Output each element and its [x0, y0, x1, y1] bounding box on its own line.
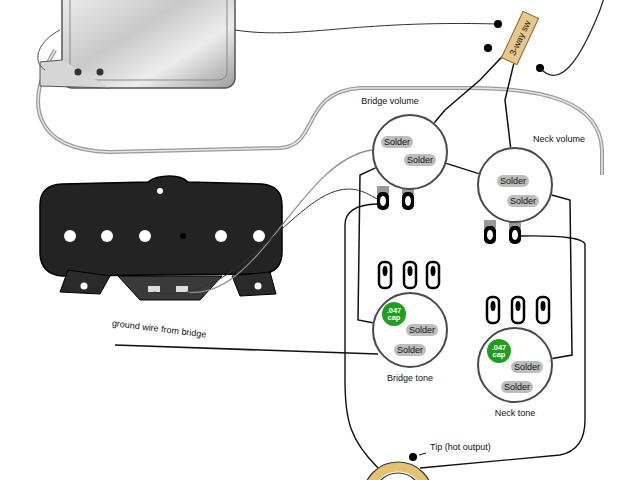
- humbucker-wire: [235, 23, 498, 32]
- output-jack-rim: [374, 473, 422, 480]
- wire-note: ground wire from bridge: [111, 318, 207, 340]
- pot-label: Bridge tone: [387, 373, 433, 383]
- mount-hole: [157, 188, 163, 194]
- pot-lug: [487, 297, 499, 323]
- pot-label: Neck volume: [533, 134, 585, 144]
- capacitor-value: .047 cap: [489, 344, 509, 359]
- lug-hole: [491, 301, 496, 311]
- pickup-eyelet: [148, 286, 160, 292]
- wire: [552, 195, 572, 358]
- humbucker-cover: [62, 0, 235, 88]
- pot-label: Bridge volume: [361, 96, 419, 106]
- pot-lug: [377, 192, 389, 210]
- mount-hole: [97, 69, 104, 76]
- wire: [358, 168, 376, 323]
- mount-hole: [75, 69, 82, 76]
- switch-lug: [484, 44, 492, 52]
- jack-hot-wire: [420, 236, 585, 468]
- potentiometer: SolderSolderBridge tone.047 cap: [372, 292, 448, 368]
- mount-hole: [81, 283, 88, 290]
- switch-lug: [494, 20, 502, 28]
- pot-lug: [402, 192, 414, 210]
- pot-lug: [404, 262, 416, 288]
- solder-point: Solder: [497, 175, 529, 187]
- pot-lug: [484, 226, 496, 244]
- humbucker-edge: [70, 0, 227, 80]
- solder-point: Solder: [511, 361, 543, 373]
- capacitor-value: .047 cap: [384, 307, 404, 322]
- lug-hole: [487, 230, 493, 240]
- selector-switch: 3-way sw: [501, 11, 539, 66]
- pot-lug: [509, 226, 521, 244]
- capacitor: .047 cap: [382, 302, 406, 326]
- lug-hole: [405, 196, 411, 206]
- solder-point: Solder: [406, 324, 438, 336]
- pole-piece: [180, 233, 186, 239]
- lug-hole: [516, 301, 521, 311]
- pickup-tab: [232, 272, 276, 296]
- solder-point: Solder: [404, 154, 436, 166]
- pickup-tab: [60, 270, 110, 294]
- wire: [434, 48, 510, 123]
- pot-label: Neck tone: [495, 408, 536, 418]
- pickup-ground: [154, 189, 383, 294]
- tip-lug: [409, 453, 417, 461]
- switch-wire: [540, 0, 605, 75]
- wire: [505, 52, 517, 148]
- potentiometer: Bridge volumeSolderSolder: [372, 114, 448, 190]
- solder-point: Solder: [394, 344, 426, 356]
- pole-piece: [64, 230, 76, 242]
- pickup-eyelet: [176, 286, 188, 292]
- potentiometer: SolderSolderNeck tone.047 cap: [477, 327, 553, 403]
- pole-piece: [101, 230, 113, 242]
- mount-hole: [255, 283, 262, 290]
- lug-hole: [383, 266, 388, 276]
- pickup-baseplate: [118, 276, 222, 300]
- solder-point: Solder: [381, 136, 413, 148]
- humbucker-ear: [40, 60, 110, 88]
- pot-lug: [379, 262, 391, 288]
- jack-label: Tip (hot output): [430, 442, 491, 452]
- solder-point: Solder: [507, 195, 539, 207]
- pole-piece: [139, 230, 151, 242]
- wire: [446, 163, 478, 173]
- pot-lug: [512, 297, 524, 323]
- lug-hole: [541, 301, 546, 311]
- ground-wire: [115, 345, 378, 354]
- potentiometer: Neck volumeSolderSolder: [477, 147, 553, 223]
- pot-lug: [427, 262, 439, 288]
- lug-hole: [431, 266, 436, 276]
- capacitor: .047 cap: [487, 339, 511, 363]
- humbucker-wire: [38, 30, 60, 70]
- leader-line: [419, 453, 426, 455]
- output-jack-rim: [363, 462, 433, 480]
- lug-hole: [512, 230, 518, 240]
- solder-point: Solder: [501, 381, 533, 393]
- lug-hole: [380, 196, 386, 206]
- pole-piece: [253, 230, 265, 242]
- switch-label: 3-way sw: [502, 12, 538, 64]
- pot-lug: [537, 297, 549, 323]
- lug-hole: [408, 266, 413, 276]
- pole-piece: [215, 230, 227, 242]
